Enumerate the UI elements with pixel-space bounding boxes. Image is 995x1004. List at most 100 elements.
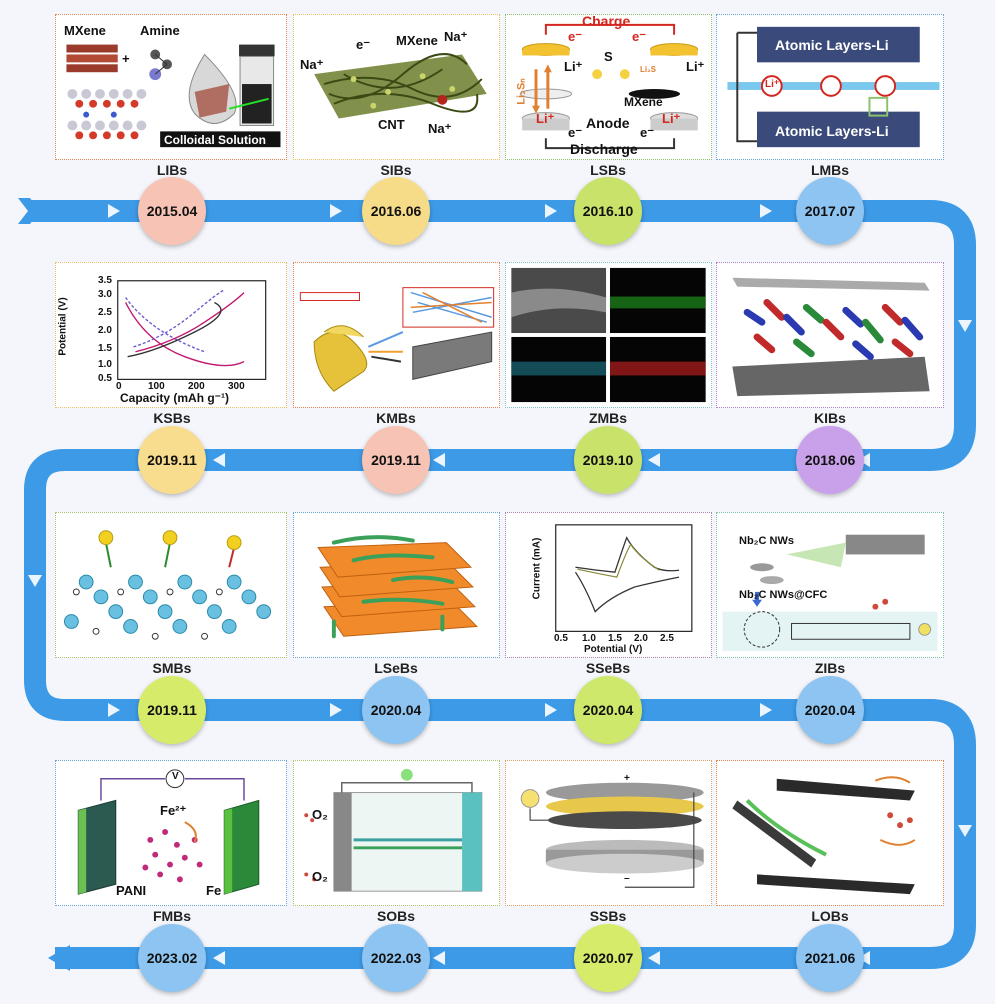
panel-ssebs: Current (mA) 0.5 1.0 1.5 2.0 2.5 Potenti…: [505, 512, 712, 658]
lsbs-electron-2: e⁻: [632, 29, 647, 44]
voltmeter-icon: [165, 769, 185, 789]
ksbs-xlabel: Capacity (mAh g⁻¹): [120, 391, 230, 405]
badge-lobs[interactable]: 2021.06: [796, 924, 864, 992]
panel-lobs: [716, 760, 944, 906]
badge-zmbs[interactable]: 2019.10: [574, 426, 642, 494]
ksbs-ytick-1: 2.5: [98, 307, 112, 318]
cell-body: [333, 792, 483, 892]
ssebs-xtick-2: 1.5: [608, 633, 622, 644]
sibs-na-label-1: Na⁺: [300, 57, 324, 72]
sibs-electron-label: e⁻: [356, 37, 371, 52]
panel-zibs: Nb₂C NWs Nb₂C NWs@CFC: [716, 512, 944, 658]
fmbs-pani-label: PANI: [116, 883, 147, 898]
track-arrows: [28, 204, 972, 965]
ksbs-ytick-4: 1.0: [98, 359, 112, 370]
badge-lmbs[interactable]: 2017.07: [796, 177, 864, 245]
cfc-zoom-circle: [743, 611, 781, 648]
li-ion-icon: [760, 75, 783, 97]
panel-ssbs: + –: [505, 760, 712, 906]
label-lmbs: LMBs: [810, 162, 850, 178]
track-arrowhead: [48, 945, 70, 971]
label-lsebs: LSeBs: [374, 660, 418, 676]
fmbs-fe-label: Fe: [206, 883, 222, 898]
badge-kibs[interactable]: 2018.06: [796, 426, 864, 494]
badge-libs[interactable]: 2015.04: [138, 177, 206, 245]
badge-sibs[interactable]: 2016.06: [362, 177, 430, 245]
panel-ksbs: Potential (V) 3.5 3.0 2.5 2.0 1.5 1.0 0.…: [55, 262, 287, 408]
label-sobs: SOBs: [376, 908, 416, 924]
panel-lsebs: [293, 512, 500, 658]
badge-ssebs[interactable]: 2020.04: [574, 676, 642, 744]
zibs-nw-cfc-label: Nb₂C NWs@CFC: [739, 589, 828, 601]
sibs-mxene-label: MXene: [396, 33, 438, 48]
nanowire-bundle: [845, 534, 925, 555]
ksbs-xtick-1: 100: [148, 381, 165, 392]
lsbs-anode-label: Anode: [586, 115, 630, 131]
atomic-layers-icon: [67, 88, 147, 140]
mxene-cnt-network-icon: [314, 53, 487, 119]
lsbs-li-label-1: Li⁺: [564, 59, 583, 74]
badge-kmbs[interactable]: 2019.11: [362, 426, 430, 494]
ksbs-ytick-0: 3.0: [98, 289, 112, 300]
ssbs-plus-label: +: [624, 773, 630, 784]
ksbs-ytick-3: 1.5: [98, 343, 112, 354]
bulb-icon-2: [619, 69, 630, 80]
panel-kmbs: [293, 262, 500, 408]
lsbs-discharge-label: Discharge: [570, 141, 638, 157]
lmbs-li-label: Li⁺: [765, 79, 780, 90]
ssebs-xtick-4: 2.5: [660, 633, 674, 644]
panel-kibs: [716, 262, 944, 408]
nanobelt-top: [776, 778, 915, 801]
colloid-drop-icon: [188, 53, 237, 124]
panel-libs: MXene + Amine Colloidal Solution: [55, 14, 287, 160]
sibs-cnt-label: CNT: [378, 117, 405, 132]
lsbs-electron-3: e⁻: [568, 125, 583, 140]
label-ssbs: SSBs: [589, 908, 627, 924]
lsbs-charge-label: Charge: [582, 14, 631, 29]
mxene-stack-icon: [66, 44, 118, 73]
lsbs-sulfur-label: S: [604, 49, 613, 64]
bulb-icon: [918, 622, 932, 636]
badge-ksbs[interactable]: 2019.11: [138, 426, 206, 494]
label-fmbs: FMBs: [152, 908, 192, 924]
fmbs-voltmeter-label: V: [172, 771, 179, 782]
libs-colloid-label: Colloidal Solution: [164, 133, 266, 147]
lsbs-li-label-3: Li⁺: [536, 111, 555, 126]
mxene-sheet-icon: [313, 331, 368, 392]
badge-smbs[interactable]: 2019.11: [138, 676, 206, 744]
li-layer-bottom: [757, 111, 920, 148]
label-smbs: SMBs: [152, 660, 192, 676]
ksbs-ytick-2: 2.0: [98, 325, 112, 336]
panel-lsbs: Charge e⁻ S e⁻ Li⁺ Li⁺ Li₂Sₙ Li₂S MXene …: [505, 14, 712, 160]
panel-fmbs: V Fe²⁺ PANI Fe: [55, 760, 287, 906]
lsbs-electron-4: e⁻: [640, 125, 655, 140]
panel-smbs: [55, 512, 287, 658]
lsbs-li-label-4: Li⁺: [662, 111, 681, 126]
label-ssebs: SSeBs: [585, 660, 631, 676]
sibs-na-label-3: Na⁺: [428, 121, 452, 136]
libs-plus-label: +: [122, 51, 130, 66]
panel-sibs: Na⁺ e⁻ MXene Na⁺ CNT Na⁺: [293, 14, 500, 160]
badge-sobs[interactable]: 2022.03: [362, 924, 430, 992]
badge-zibs[interactable]: 2020.04: [796, 676, 864, 744]
label-kibs: KIBs: [814, 410, 846, 426]
lsbs-li2s-label: Li₂S: [640, 65, 656, 74]
badge-fmbs[interactable]: 2023.02: [138, 924, 206, 992]
sulfur-layer: [545, 796, 704, 817]
chart-frame: [117, 280, 267, 380]
bottom-graphene-sheet: [732, 356, 930, 397]
sobs-o2-label-1: O₂: [312, 807, 328, 822]
lsbs-mxene-label: MXene: [624, 95, 663, 109]
label-kmbs: KMBs: [376, 410, 416, 426]
ksbs-ylabel: Potential (V): [57, 297, 69, 356]
badge-lsebs[interactable]: 2020.04: [362, 676, 430, 744]
ksbs-xtick-3: 300: [228, 381, 245, 392]
bulb-icon: [400, 768, 413, 781]
badge-lsbs[interactable]: 2016.10: [574, 177, 642, 245]
lsbs-electron-1: e⁻: [568, 29, 583, 44]
badge-ssbs[interactable]: 2020.07: [574, 924, 642, 992]
li-layer-top: [757, 26, 920, 63]
label-sibs: SIBs: [380, 162, 412, 178]
ksbs-xtick-2: 200: [188, 381, 205, 392]
